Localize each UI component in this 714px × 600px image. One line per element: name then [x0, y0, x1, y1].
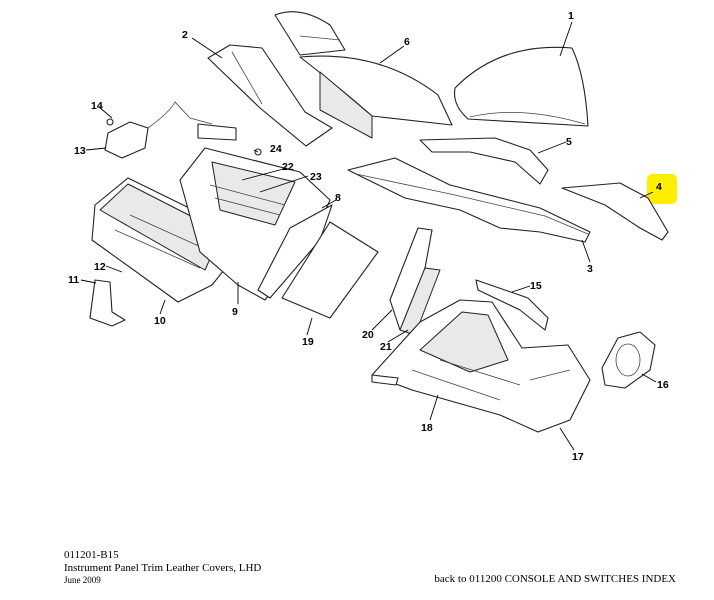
footer: 011201-B15 Instrument Panel Trim Leather…: [0, 540, 714, 600]
back-to-index-link[interactable]: back to 011200 CONSOLE AND SWITCHES INDE…: [434, 573, 676, 585]
callout-17: 17: [572, 451, 584, 463]
part-13-14-switch-assembly: [104, 101, 237, 159]
part-11-bracket: [89, 279, 126, 327]
callout-2: 2: [182, 29, 188, 41]
callout-14: 14: [91, 100, 103, 112]
part-19-flat-panel: [281, 221, 379, 319]
callout-labels: 1 2 3 4 5 6 8 9 10 11 12 13 14 15 16 17 …: [68, 10, 669, 463]
callout-4-highlight: [647, 174, 677, 204]
part-17-18-lower-console: [371, 299, 591, 433]
callout-8: 8: [335, 192, 341, 204]
part-3-dash-top-trim: [347, 157, 591, 243]
document-date: June 2009: [64, 575, 101, 585]
leader-lines: [80, 21, 657, 451]
callout-10: 10: [154, 315, 166, 327]
document-code: 011201-B15: [64, 549, 119, 561]
callout-3: 3: [587, 263, 593, 275]
callout-19: 19: [302, 336, 314, 348]
callout-9: 9: [232, 306, 238, 318]
exploded-parts-diagram: 1 2 3 4 5 6 8 9 10 11 12 13 14 15 16 17 …: [68, 10, 677, 463]
document-title: Instrument Panel Trim Leather Covers, LH…: [64, 562, 262, 574]
callout-11: 11: [68, 274, 79, 286]
part-16-bezel: [601, 331, 656, 389]
part-2-side-trim: [207, 44, 333, 147]
callout-1: 1: [568, 10, 574, 22]
part-5-upper-trim: [419, 137, 549, 185]
part-1-top-cover: [453, 46, 589, 127]
callout-16: 16: [657, 379, 669, 391]
callout-22: 22: [282, 161, 294, 173]
callout-18: 18: [421, 422, 433, 434]
callout-13: 13: [74, 145, 86, 157]
callout-12: 12: [94, 261, 106, 273]
callout-4: 4: [656, 181, 662, 193]
callout-21: 21: [380, 341, 392, 353]
callout-24: 24: [270, 143, 282, 155]
callout-20: 20: [362, 329, 374, 341]
callout-23: 23: [310, 171, 322, 183]
callout-6: 6: [404, 36, 410, 48]
callout-5: 5: [566, 136, 572, 148]
part-8-glovebox-door: [257, 204, 333, 299]
part-6-binnacle-cover: [274, 11, 453, 139]
callout-15: 15: [530, 280, 542, 292]
part-15-strip: [475, 279, 549, 331]
